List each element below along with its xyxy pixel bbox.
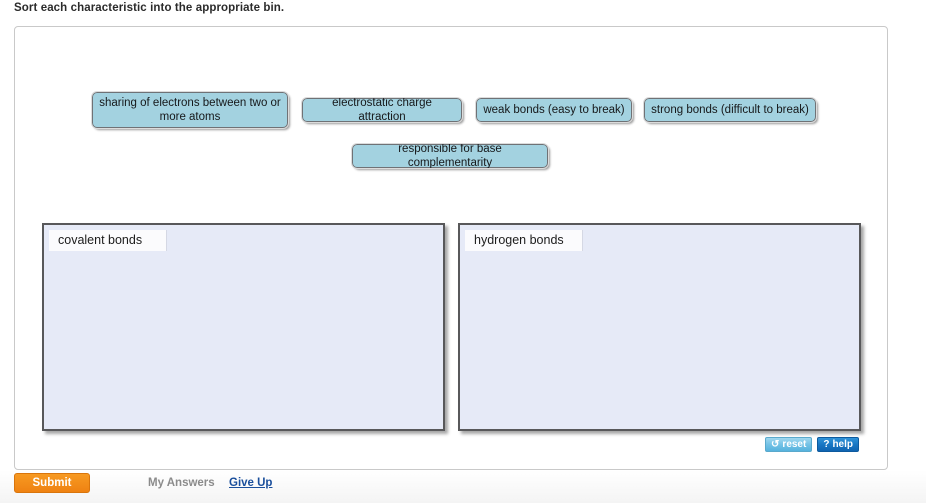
page-title: Sort each characteristic into the approp… [14, 2, 285, 14]
draggable-tile[interactable]: electrostatic charge attraction [301, 97, 463, 123]
reset-button[interactable]: ↺ reset [765, 437, 813, 452]
footer-bar: Submit My Answers Give Up [0, 470, 926, 503]
draggable-tile[interactable]: strong bonds (difficult to break) [643, 97, 817, 123]
activity-panel: sharing of electrons between two or more… [14, 26, 888, 470]
bin-label: covalent bonds [49, 230, 167, 251]
reset-icon: ↺ [771, 439, 780, 450]
tile-label: sharing of electrons between two or more… [99, 97, 281, 123]
help-button-label: help [832, 439, 853, 450]
drop-bin-hydrogen-bonds[interactable]: hydrogen bonds [458, 223, 861, 431]
tile-label: responsible for base complementarity [398, 143, 502, 169]
tile-label: electrostatic charge attraction [332, 97, 432, 123]
submit-button[interactable]: Submit [14, 473, 90, 493]
question-mark-icon: ? [823, 439, 830, 450]
drop-bin-covalent-bonds[interactable]: covalent bonds [42, 223, 445, 431]
reset-button-label: reset [782, 439, 807, 450]
bin-label: hydrogen bonds [465, 230, 583, 251]
bin-tools: ↺ reset ? help [765, 437, 859, 452]
draggable-tile[interactable]: weak bonds (easy to break) [475, 97, 633, 123]
my-answers-label: My Answers [148, 477, 215, 489]
tile-label: weak bonds (easy to break) [483, 104, 625, 116]
draggable-tile[interactable]: responsible for base complementarity [351, 143, 549, 169]
draggable-tile[interactable]: sharing of electrons between two or more… [91, 91, 289, 129]
tile-label: strong bonds (difficult to break) [651, 104, 809, 116]
give-up-link[interactable]: Give Up [229, 477, 273, 489]
help-button[interactable]: ? help [817, 437, 859, 452]
